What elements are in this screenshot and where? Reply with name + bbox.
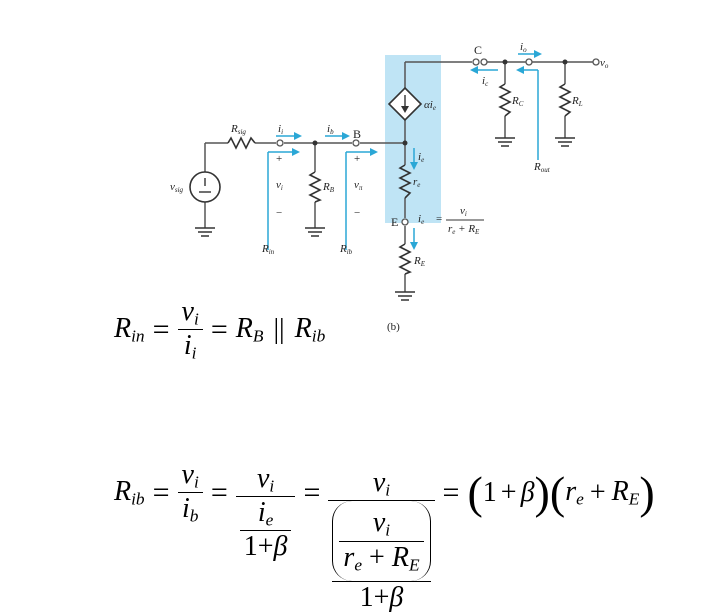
label-re-small: re xyxy=(413,176,420,189)
terminal-c2 xyxy=(480,58,488,66)
label-vsig: vsig xyxy=(170,181,184,194)
rc-resistor xyxy=(498,83,512,117)
label-e: E xyxy=(391,215,398,229)
eq2-fraction-3: vi vi re + RE 1+β xyxy=(328,467,435,614)
plus-vpi: + xyxy=(354,153,360,165)
minus-vi: − xyxy=(276,207,282,219)
current-arrows xyxy=(267,53,539,250)
label-vpi: vπ xyxy=(354,179,363,192)
label-c: C xyxy=(474,43,482,57)
label-ie-top: ie xyxy=(418,151,424,164)
label-rin: Rin xyxy=(261,243,275,256)
label-ic: ic xyxy=(482,75,489,88)
equation-rib: Rib = vi ib = vi ie 1+β = vi vi re + RE xyxy=(114,459,655,614)
terminal-vo xyxy=(592,58,600,66)
label-vo: vo xyxy=(600,57,609,70)
ground-icons xyxy=(195,137,575,301)
label-b: B xyxy=(353,127,361,141)
terminal-out-mid xyxy=(525,58,533,66)
eq1-fraction: vi ii xyxy=(177,296,203,364)
rl-resistor xyxy=(558,83,572,117)
eq1-parallel: || xyxy=(273,313,285,345)
label-eq-num: vi xyxy=(460,205,467,218)
terminal-b xyxy=(352,139,360,147)
terminal-in xyxy=(276,139,284,147)
label-rl: RL xyxy=(571,95,583,108)
label-io: io xyxy=(520,41,527,54)
label-rout: Rout xyxy=(533,161,551,174)
eq2-fraction-1: vi ib xyxy=(177,459,203,527)
label-rsig: Rsig xyxy=(230,123,246,136)
label-rib: Rib xyxy=(339,243,353,256)
label-rb: RB xyxy=(322,181,335,194)
equation-rin: Rin = vi ii = RB || Rib xyxy=(114,296,326,364)
transistor-highlight xyxy=(385,55,441,223)
rb-resistor xyxy=(308,171,322,203)
rsig-resistor xyxy=(227,136,256,150)
circuit-diagram: C B E (b) io vo ic αie RC RL Rout Rsig v… xyxy=(170,41,609,333)
vsig-source-icon xyxy=(189,171,221,203)
eq2-fraction-2: vi ie 1+β xyxy=(235,463,296,564)
eq2-result: (1+β) (re+RE) xyxy=(467,466,655,518)
label-caption: (b) xyxy=(387,321,400,333)
label-ie-eq: = xyxy=(436,213,442,225)
label-alpha-ie: αie xyxy=(424,99,436,112)
wires xyxy=(204,61,596,292)
re-big-resistor xyxy=(398,243,412,275)
re-small-resistor xyxy=(398,164,412,199)
label-ie-bot: ie xyxy=(418,213,424,226)
label-vi: vi xyxy=(276,179,283,192)
eq1-rin: Rin xyxy=(114,313,145,346)
eq1-equals: = xyxy=(152,312,170,346)
label-ib: ib xyxy=(327,123,334,136)
plus-vi: + xyxy=(276,153,282,165)
terminal-e xyxy=(401,218,409,226)
label-re-big: RE xyxy=(413,255,426,268)
minus-vpi: − xyxy=(354,207,360,219)
terminal-c xyxy=(472,58,480,66)
label-eq-den: re + RE xyxy=(448,223,480,236)
label-rc: RC xyxy=(511,95,524,108)
label-ii: ii xyxy=(278,123,283,136)
